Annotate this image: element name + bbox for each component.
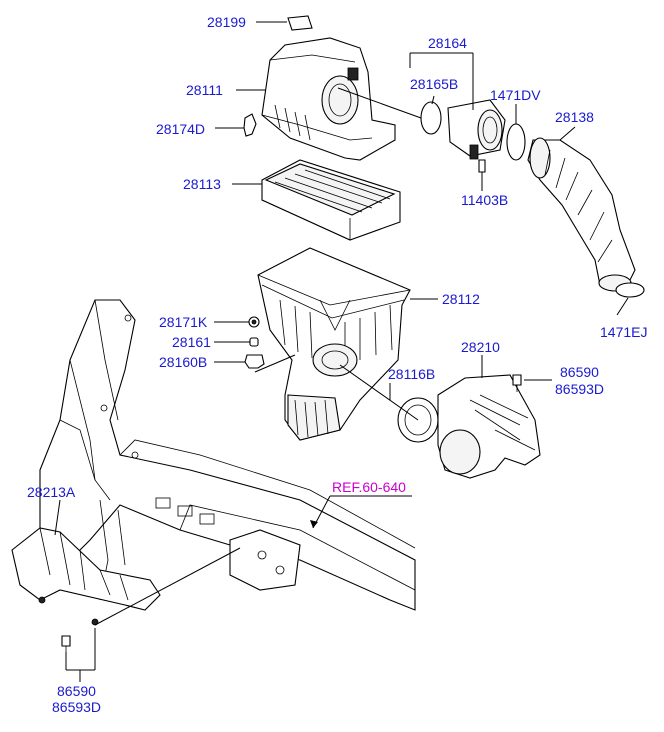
- part-28138-intake-hose[interactable]: [527, 137, 636, 292]
- label-28138[interactable]: 28138: [555, 109, 594, 125]
- part-28161-bushing[interactable]: [249, 337, 259, 347]
- label-86593D-top[interactable]: 86593D: [555, 381, 604, 397]
- part-28174D-clip[interactable]: [243, 113, 257, 137]
- part-86590-bolt-bottom[interactable]: [61, 635, 71, 652]
- label-28210[interactable]: 28210: [461, 339, 500, 355]
- part-1471EJ-clamp[interactable]: [615, 282, 645, 298]
- label-28111[interactable]: 28111: [186, 82, 223, 98]
- vehicle-frame: [39, 299, 416, 611]
- label-28174D[interactable]: 28174D: [156, 121, 205, 137]
- label-28160B[interactable]: 28160B: [159, 354, 207, 370]
- label-1471EJ[interactable]: 1471EJ: [600, 324, 647, 340]
- label-28164[interactable]: 28164: [428, 35, 467, 51]
- label-28213A[interactable]: 28213A: [27, 484, 76, 500]
- label-28116B[interactable]: 28116B: [388, 366, 435, 382]
- label-86590-top[interactable]: 86590: [560, 364, 599, 380]
- leader-lines: [54, 21, 629, 682]
- label-28199[interactable]: 28199: [207, 14, 246, 30]
- label-28112[interactable]: 28112: [442, 291, 480, 307]
- label-86590-bottom[interactable]: 86590: [57, 683, 96, 699]
- part-11403B-bolt[interactable]: [478, 159, 486, 173]
- part-28171K-grommet[interactable]: [248, 316, 260, 328]
- label-28171K[interactable]: 28171K: [159, 314, 208, 330]
- label-28113[interactable]: 28113: [183, 176, 221, 192]
- part-28113-filter-element[interactable]: [261, 159, 401, 241]
- part-28213A-air-guide[interactable]: [11, 527, 161, 626]
- part-1471DV-clamp[interactable]: [506, 123, 526, 161]
- part-28210-air-duct[interactable]: [437, 374, 541, 479]
- label-ref-60-640[interactable]: REF.60-640: [332, 479, 406, 495]
- part-86590-bolt-top[interactable]: [512, 374, 522, 392]
- label-28161[interactable]: 28161: [172, 334, 211, 350]
- part-28165B-gasket[interactable]: [420, 101, 442, 135]
- label-86593D-bottom[interactable]: 86593D: [52, 699, 101, 715]
- part-labels: 28199 28111 28174D 28113 28164 28165B 14…: [27, 14, 647, 715]
- part-28164-air-flow-sensor[interactable]: [447, 99, 506, 160]
- label-28165B[interactable]: 28165B: [410, 76, 458, 92]
- part-28199-label-sticker[interactable]: [287, 15, 313, 31]
- label-11403B[interactable]: 11403B: [461, 192, 508, 208]
- part-28111-air-cleaner-cover[interactable]: [261, 37, 396, 161]
- label-1471DV[interactable]: 1471DV: [490, 87, 541, 103]
- part-28112-air-cleaner-body[interactable]: [257, 247, 411, 441]
- part-28160B-insulator[interactable]: [244, 354, 265, 369]
